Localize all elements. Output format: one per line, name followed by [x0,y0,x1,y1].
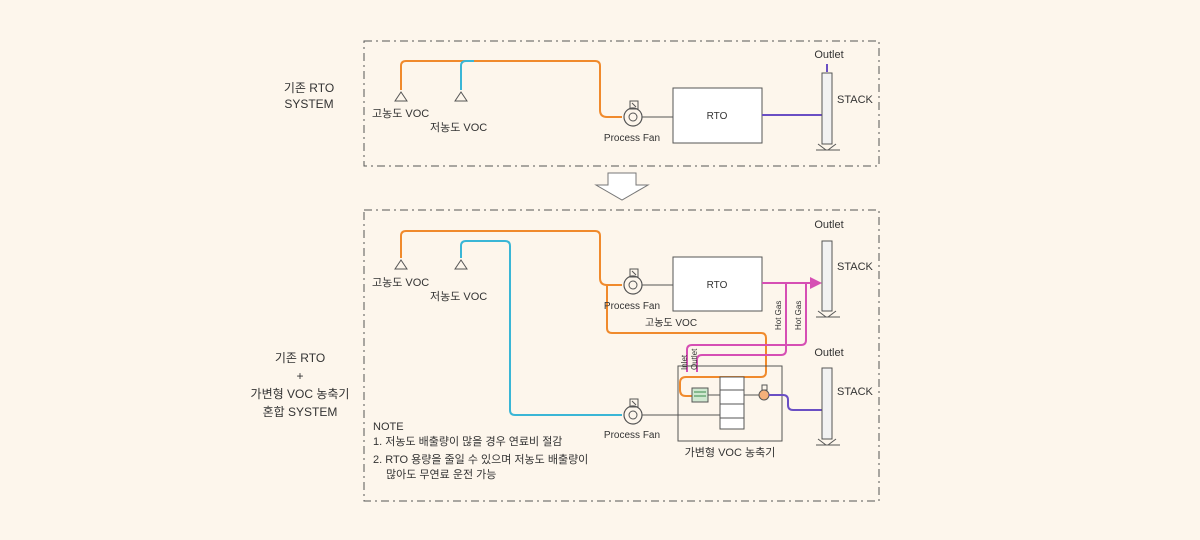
system2-concentrator-box [677,365,783,442]
system1-low-voc-line [460,60,474,90]
system1-stack-label: STACK [837,94,874,106]
system2-top-process-fan-icon [623,268,643,295]
system2-hot-gas-label-1: Hot Gas [774,301,783,330]
system2-rto-box [672,256,763,312]
system2-concentrator-rotor [691,387,709,403]
system1-fan-label: Process Fan [604,133,660,144]
system2-bottom-fan-label: Process Fan [604,430,660,441]
system2-concentrator-label: 가변형 VOC 농축기 [685,446,776,459]
system2-low-voc-line [460,240,622,416]
note-title: NOTE [373,421,404,433]
system2-low-voc-hood-icon [454,259,468,270]
system1-rto-label: RTO [707,111,728,122]
system2-border [363,209,880,502]
note-2b: 많아도 무연료 운전 가능 [386,468,496,481]
system2-label-line3: 가변형 VOC 농축기 [251,387,350,401]
system1-label-line2: SYSTEM [284,97,333,111]
system2-label-line1: 기존 RTO [275,351,325,365]
system1-low-voc-hood-icon [454,91,468,102]
system2-rotor-detail [694,391,706,397]
system2-bottom-outlet-label: Outlet [814,347,843,359]
system2-unit-detail [720,389,744,419]
system2-top-fan-label: Process Fan [604,301,660,312]
system2-label-line2: + [296,369,303,383]
system2-high-voc-mid-label: 고농도 VOC [645,317,697,329]
system1-high-voc-label: 고농도 VOC [372,107,429,120]
system2-rto-label: RTO [707,280,728,291]
system2-hot-gas-label-2: Hot Gas [794,301,803,330]
system2-top-outlet-label: Outlet [814,219,843,231]
system1-low-voc-label: 저농도 VOC [430,121,487,134]
system1-outlet-label: Outlet [814,49,843,61]
system2-inlet-label: Inlet [680,354,689,370]
system2-concentrator-unit-1 [719,376,745,430]
system2-high-voc-branch-line [606,285,767,397]
system2-label-line4: 혼합 SYSTEM [263,405,338,419]
system2-bottom-exhaust-line [769,394,822,411]
system2-low-voc-label: 저농도 VOC [430,290,487,303]
system2-hot-gas-line-2 [686,283,807,372]
system1-group: 기존 RTO SYSTEM 고농도 VOC 저농도 VOC Process Fa… [284,40,880,167]
system1-stack-base [816,143,840,151]
system1-label-line1: 기존 RTO [284,81,334,95]
system2-small-fan-icon [758,384,770,401]
system1-border [363,40,880,167]
note-1: 1. 저농도 배출량이 많을 경우 연료비 절감 [373,435,562,448]
system1-process-fan-icon [623,100,643,127]
system2-bottom-process-fan-icon [623,398,643,425]
system2-outlet-small-label: Outlet [690,348,699,370]
system2-top-stack-label: STACK [837,261,874,273]
system2-group: 기존 RTO + 가변형 VOC 농축기 혼합 SYSTEM 고농도 VOC 고… [251,209,880,502]
system2-high-voc-line [400,230,622,286]
system1-stack [821,72,833,145]
system2-top-stack-base [816,310,840,318]
system2-top-stack [821,240,833,312]
system2-bottom-stack-base [816,438,840,446]
system2-bottom-stack-label: STACK [837,386,874,398]
down-arrow-icon [594,172,650,201]
system2-bottom-stack [821,367,833,440]
system2-high-voc-label: 고농도 VOC [372,276,429,289]
system1-high-voc-line [400,60,622,118]
system1-rto-box [672,87,763,144]
note-2a: 2. RTO 용량을 줄일 수 있으며 저농도 배출량이 [373,452,588,466]
system1-high-voc-hood-icon [394,91,408,102]
system2-hot-gas-line-1 [696,283,787,372]
system2-high-voc-hood-icon [394,259,408,270]
